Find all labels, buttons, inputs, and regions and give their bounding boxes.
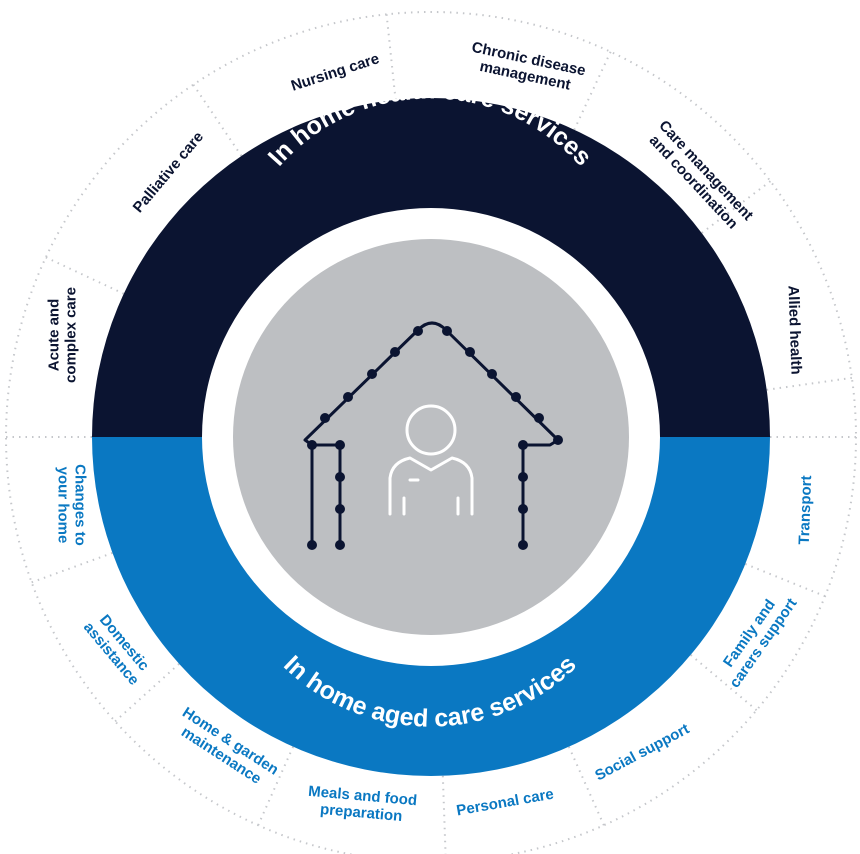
aged-care-band [92,437,770,776]
aged-service-label-1: Changes toyour home [55,464,89,546]
wall-base-dot-icon [335,540,345,550]
separator-line [114,663,180,723]
person-icon [388,404,474,516]
separator-line [567,746,605,826]
separator-line [257,746,295,826]
aged-service-label-4: Meals and foodpreparation [306,783,418,826]
separator-line [441,775,447,854]
segment-separators [6,14,856,854]
separator-line [573,51,612,131]
separator-line [766,376,853,391]
separator-line [45,256,125,295]
separator-line [31,552,113,584]
separator-line [744,563,826,598]
health-service-label-6: Allied health [784,285,804,375]
separator-line [690,654,758,711]
aged-service-label-8: Transport [796,475,815,545]
health-service-label-1: Acute andcomplex care [46,287,80,383]
center-disc [233,239,629,635]
separator-line [701,180,772,234]
separator-line [385,14,397,100]
health-care-band [92,98,770,437]
house-outline-icon [303,321,563,550]
separator-line [192,84,243,157]
